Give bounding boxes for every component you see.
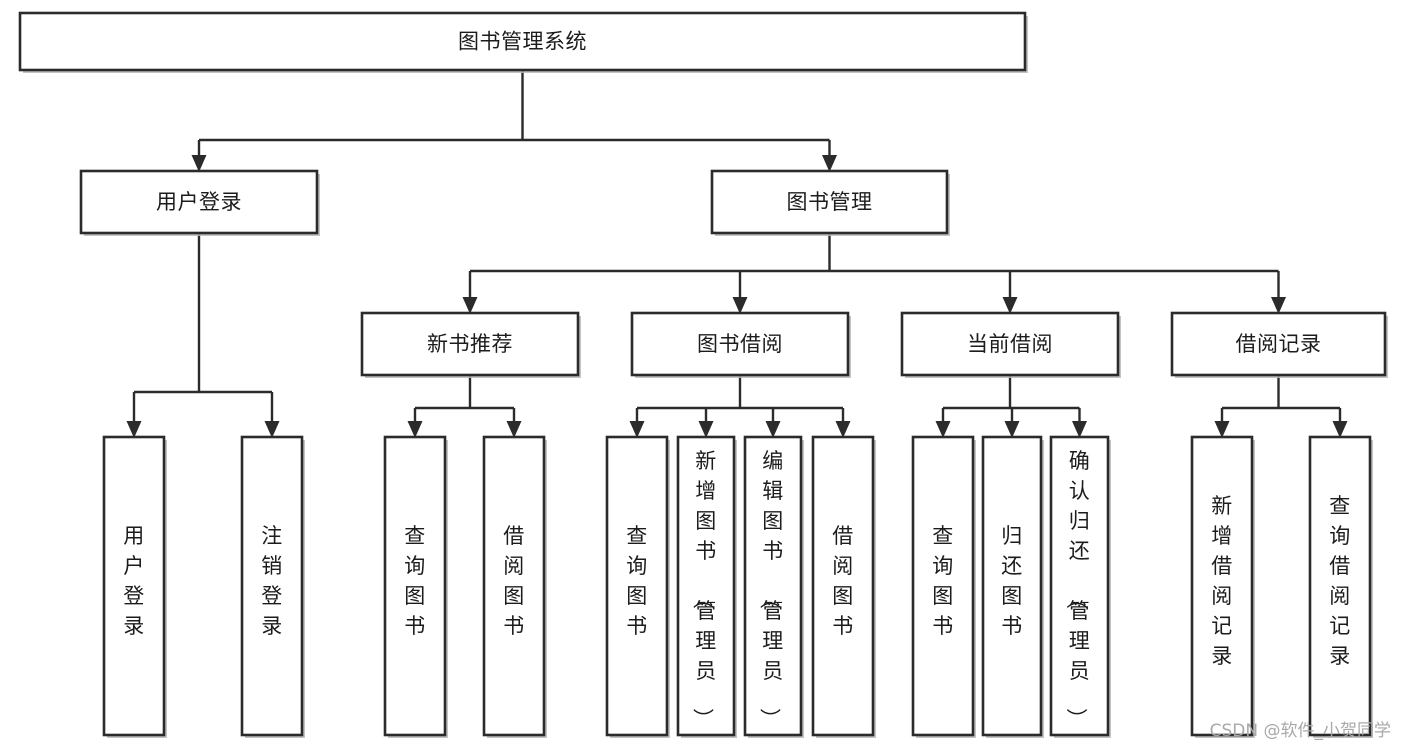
node-label: 新增图书（管理员） (690, 449, 717, 730)
node-label: 用户登录 (156, 190, 242, 214)
node-leaf-borrow-book-2[interactable]: 借阅图书 (811, 435, 876, 738)
csdn-watermark: CSDN @软件_小贺同学 (1209, 721, 1391, 741)
node-label: 借阅图书 (832, 524, 854, 638)
node-current-borrow[interactable]: 当前借阅 (900, 311, 1121, 378)
node-label: 查询图书 (626, 524, 648, 638)
node-leaf-query-record[interactable]: 查询借阅记录 (1308, 435, 1373, 738)
node-label: 确认归还（管理员） (1064, 449, 1091, 730)
node-leaf-add-record[interactable]: 新增借阅记录 (1190, 435, 1255, 738)
node-label: 注销登录 (261, 524, 283, 638)
node-label: 新增借阅记录 (1211, 494, 1233, 668)
node-label: 图书借阅 (697, 332, 783, 356)
node-leaf-edit-book[interactable]: 编辑图书（管理员） (743, 435, 804, 738)
node-root-book-management-system[interactable]: 图书管理系统 (18, 11, 1028, 73)
node-borrow-record[interactable]: 借阅记录 (1170, 311, 1388, 378)
node-label: 新书推荐 (427, 332, 513, 356)
node-label: 图书管理系统 (458, 30, 587, 54)
edges-layer (126, 70, 1348, 438)
node-leaf-borrow-book-1[interactable]: 借阅图书 (482, 435, 547, 738)
node-leaf-confirm-return[interactable]: 确认归还（管理员） (1049, 435, 1111, 738)
node-label: 归还图书 (1001, 524, 1023, 638)
node-label: 图书管理 (787, 190, 873, 214)
node-label: 查询图书 (932, 524, 954, 638)
node-book-borrow[interactable]: 图书借阅 (630, 311, 851, 378)
node-label: 用户登录 (123, 524, 145, 638)
node-leaf-logout[interactable]: 注销登录 (240, 435, 305, 738)
node-label: 编辑图书（管理员） (757, 449, 784, 730)
node-label: 借阅图书 (503, 524, 525, 638)
node-label: 借阅记录 (1236, 332, 1322, 356)
node-leaf-user-login[interactable]: 用户登录 (102, 435, 167, 738)
node-leaf-query-book-1[interactable]: 查询图书 (383, 435, 448, 738)
node-leaf-return-book[interactable]: 归还图书 (981, 435, 1044, 738)
nodes-layer: 图书管理系统用户登录图书管理新书推荐图书借阅当前借阅借阅记录用户登录注销登录查询… (18, 11, 1388, 738)
node-label: 查询图书 (404, 524, 426, 638)
node-label: 当前借阅 (967, 332, 1053, 356)
node-leaf-add-book[interactable]: 新增图书（管理员） (676, 435, 737, 738)
node-label: 查询借阅记录 (1329, 494, 1351, 668)
node-leaf-query-book-2[interactable]: 查询图书 (605, 435, 670, 738)
node-leaf-query-book-3[interactable]: 查询图书 (911, 435, 976, 738)
node-user-login[interactable]: 用户登录 (79, 169, 320, 236)
node-new-book-rec[interactable]: 新书推荐 (360, 311, 581, 378)
node-book-manage[interactable]: 图书管理 (710, 169, 950, 236)
